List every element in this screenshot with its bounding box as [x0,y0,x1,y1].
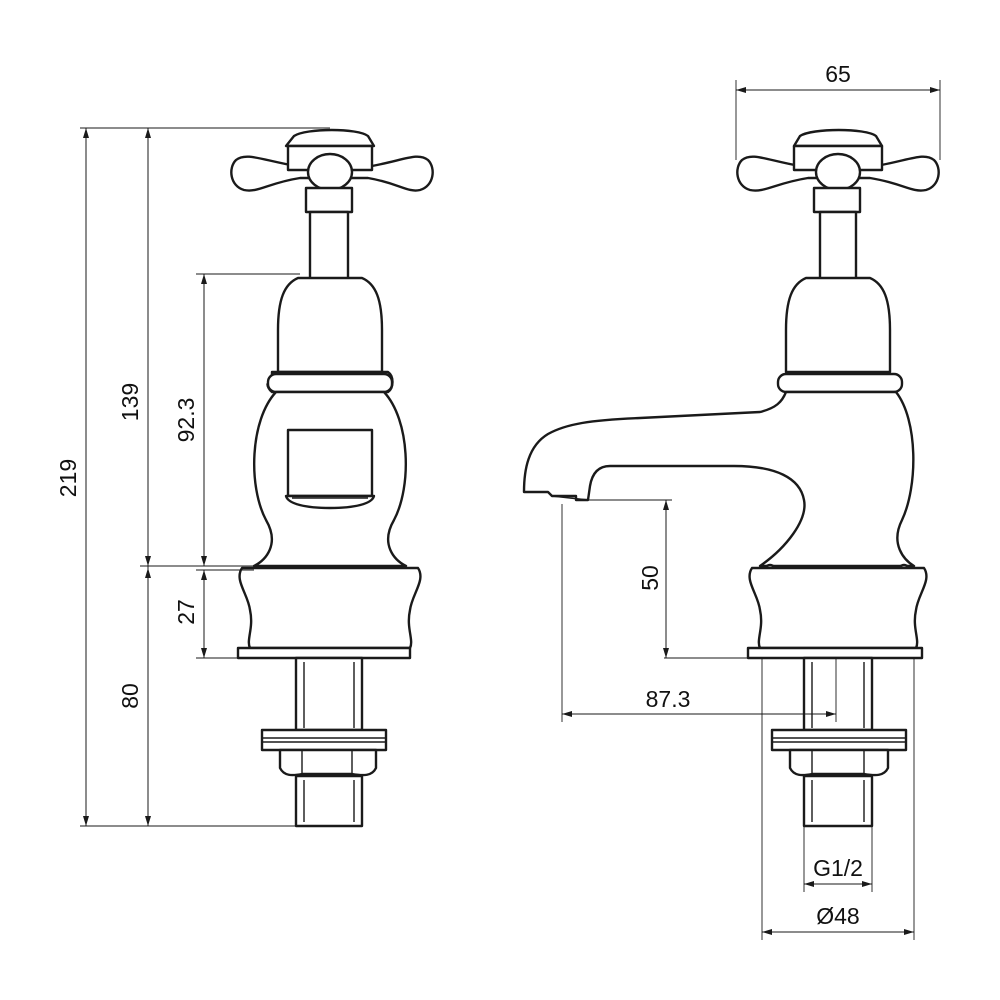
dimension-labels: 219 139 92.3 27 80 65 50 87.3 G1/2 Ø48 [55,61,863,929]
dim-upper-body-height: 139 [117,383,143,421]
front-cross-handle [230,128,434,214]
dimension-lines [80,80,941,940]
dim-overall-height: 219 [55,459,81,497]
dim-shank-height: 80 [117,683,143,709]
front-collar [238,566,422,650]
side-spindle [818,210,858,284]
front-shank [260,656,388,828]
side-collar [748,566,928,650]
front-outlet [284,428,376,510]
side-shank [770,656,908,828]
dim-spout-reach: 87.3 [646,686,691,712]
side-shroud [784,276,892,374]
dim-body-to-collar: 92.3 [173,398,199,443]
dim-thread-size: G1/2 [813,855,863,881]
dim-head-width: 65 [825,61,851,87]
front-view [230,128,434,828]
dim-collar-height: 27 [173,599,199,625]
front-shroud [276,276,384,374]
side-body-and-spout [522,390,916,568]
dim-base-diameter: Ø48 [816,903,859,929]
side-cross-handle [736,128,940,214]
front-spindle [308,210,350,284]
dim-spout-clearance: 50 [637,565,663,591]
side-view [522,128,940,828]
